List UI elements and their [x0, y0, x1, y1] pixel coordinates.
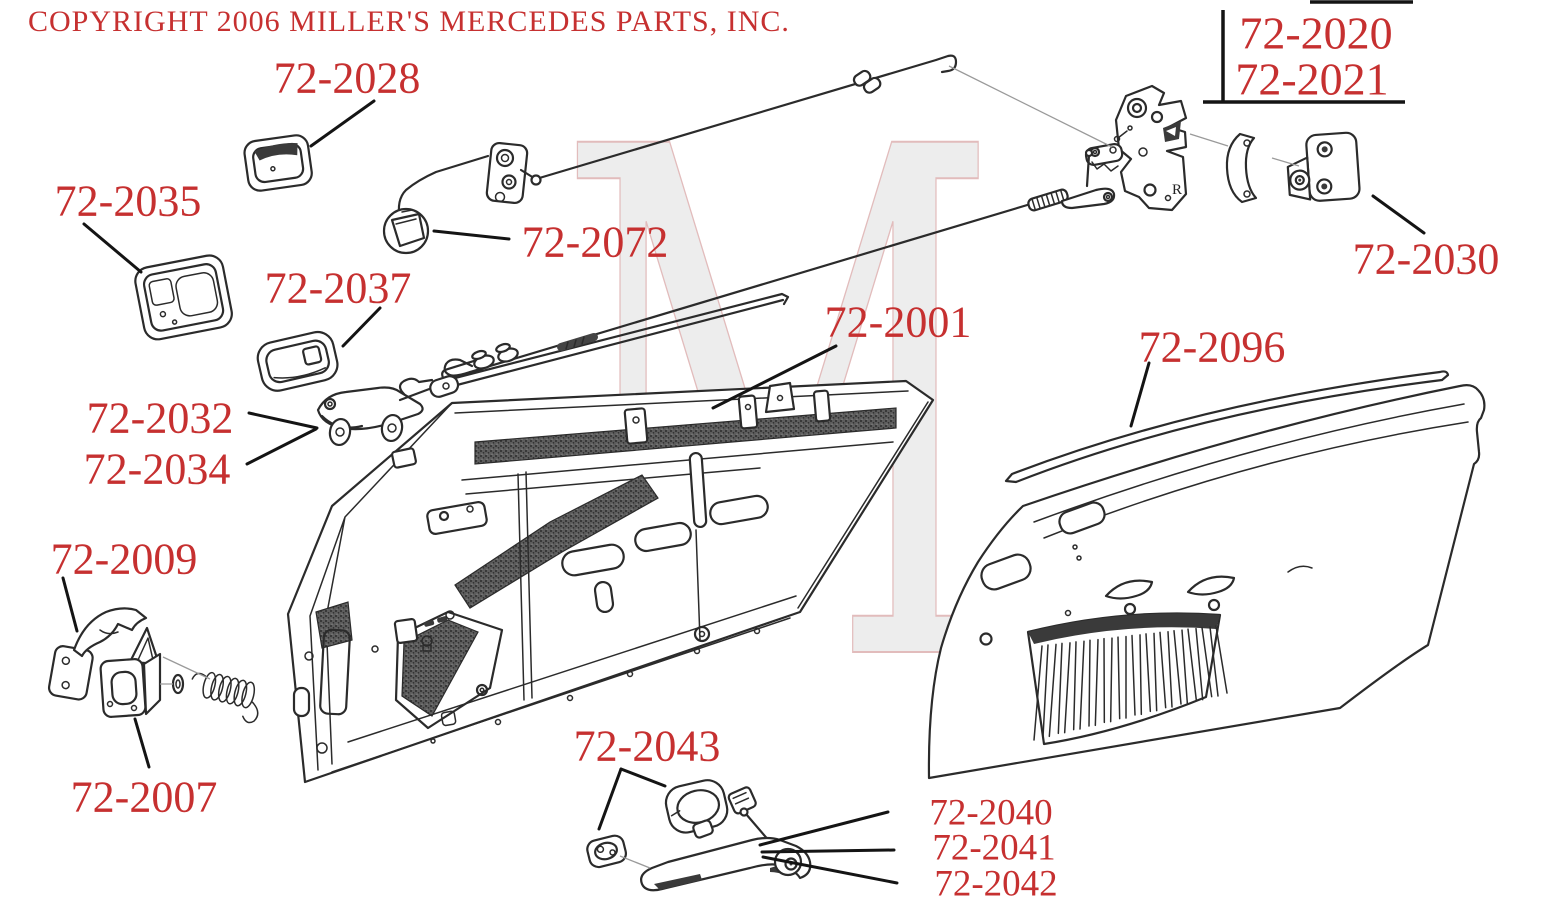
part-label-72-2032[interactable]: 72-2032 — [87, 394, 234, 443]
door-latch-assembly-drawing: R — [1084, 84, 1188, 212]
part-label-72-2043[interactable]: 72-2043 — [574, 722, 721, 771]
pocket-pleats — [1033, 625, 1228, 741]
keeper-wedge-drawing — [1225, 132, 1258, 204]
escutcheon-plate-drawing — [134, 254, 233, 341]
leader-line-72-2007 — [133, 717, 151, 769]
latch-r-marking: R — [1172, 182, 1182, 198]
upper-lock-rod-drawing — [534, 54, 958, 181]
part-label-72-2030[interactable]: 72-2030 — [1353, 235, 1500, 284]
thin-line-latch-to-wedge — [1189, 133, 1229, 147]
door-pull-cup-drawing — [243, 134, 313, 192]
leader-line-72-2009 — [61, 576, 79, 633]
thin-line-wedge-to-striker — [1271, 157, 1300, 167]
copyright-text: COPYRIGHT 2006 MILLER'S MERCEDES PARTS, … — [28, 5, 790, 38]
part-label-72-2007[interactable]: 72-2007 — [71, 773, 218, 822]
thin-line-gasket-to-handle — [619, 855, 651, 869]
part-label-72-2021[interactable]: 72-2021 — [1235, 54, 1388, 105]
lower-release-cable-drawing — [443, 148, 1116, 377]
leader-line-72-2001 — [711, 344, 838, 410]
leader-line-72-2034 — [245, 427, 318, 466]
part-label-72-2037[interactable]: 72-2037 — [265, 264, 412, 313]
part-label-72-2072[interactable]: 72-2072 — [522, 218, 669, 267]
part-label-72-2001[interactable]: 72-2001 — [825, 298, 972, 347]
window-crank-knob-drawing — [382, 207, 430, 255]
handle-bezel-drawing — [256, 330, 339, 392]
inner-door-panel-drawing — [286, 292, 935, 784]
leader-line-72-2035 — [82, 222, 143, 274]
part-label-72-2020[interactable]: 72-2020 — [1239, 8, 1392, 59]
leader-line-72-2043-a — [597, 767, 623, 831]
leader-line-72-2032 — [247, 411, 319, 430]
outer-handle-group-drawing — [586, 779, 812, 892]
trim-strip-drawing — [1004, 370, 1450, 484]
bellcrank-bracket-drawing — [397, 141, 542, 222]
thin-line-bracket-to-spring — [160, 656, 211, 685]
part-label-72-2009[interactable]: 72-2009 — [51, 535, 198, 584]
part-label-72-2041[interactable]: 72-2041 — [932, 828, 1055, 869]
striker-plate-drawing — [1286, 131, 1361, 202]
leader-line-72-2041 — [760, 848, 896, 854]
part-label-72-2042[interactable]: 72-2042 — [934, 864, 1057, 905]
leader-line-72-2037 — [341, 306, 382, 348]
outer-door-skin-drawing — [927, 384, 1486, 780]
part-label-72-2034[interactable]: 72-2034 — [84, 445, 231, 494]
part-label-72-2040[interactable]: 72-2040 — [929, 793, 1052, 834]
part-label-72-2028[interactable]: 72-2028 — [274, 54, 421, 103]
check-bracket-and-spring-drawing — [99, 626, 259, 724]
thin-line-rod-to-latch — [948, 65, 1113, 148]
inside-handle-mechanism-drawing — [316, 375, 460, 447]
door-check-arm-drawing — [47, 607, 148, 701]
leader-line-72-2040 — [758, 810, 890, 847]
part-label-72-2035[interactable]: 72-2035 — [55, 177, 202, 226]
part-label-72-2096[interactable]: 72-2096 — [1139, 323, 1286, 372]
leader-line-72-2096 — [1129, 361, 1151, 428]
leader-line-72-2072 — [432, 229, 511, 241]
leader-line-72-2030 — [1371, 194, 1426, 235]
leader-line-72-2043-b — [619, 767, 667, 788]
leader-line-72-2028 — [309, 99, 376, 148]
leader-line-72-2042 — [761, 855, 899, 885]
